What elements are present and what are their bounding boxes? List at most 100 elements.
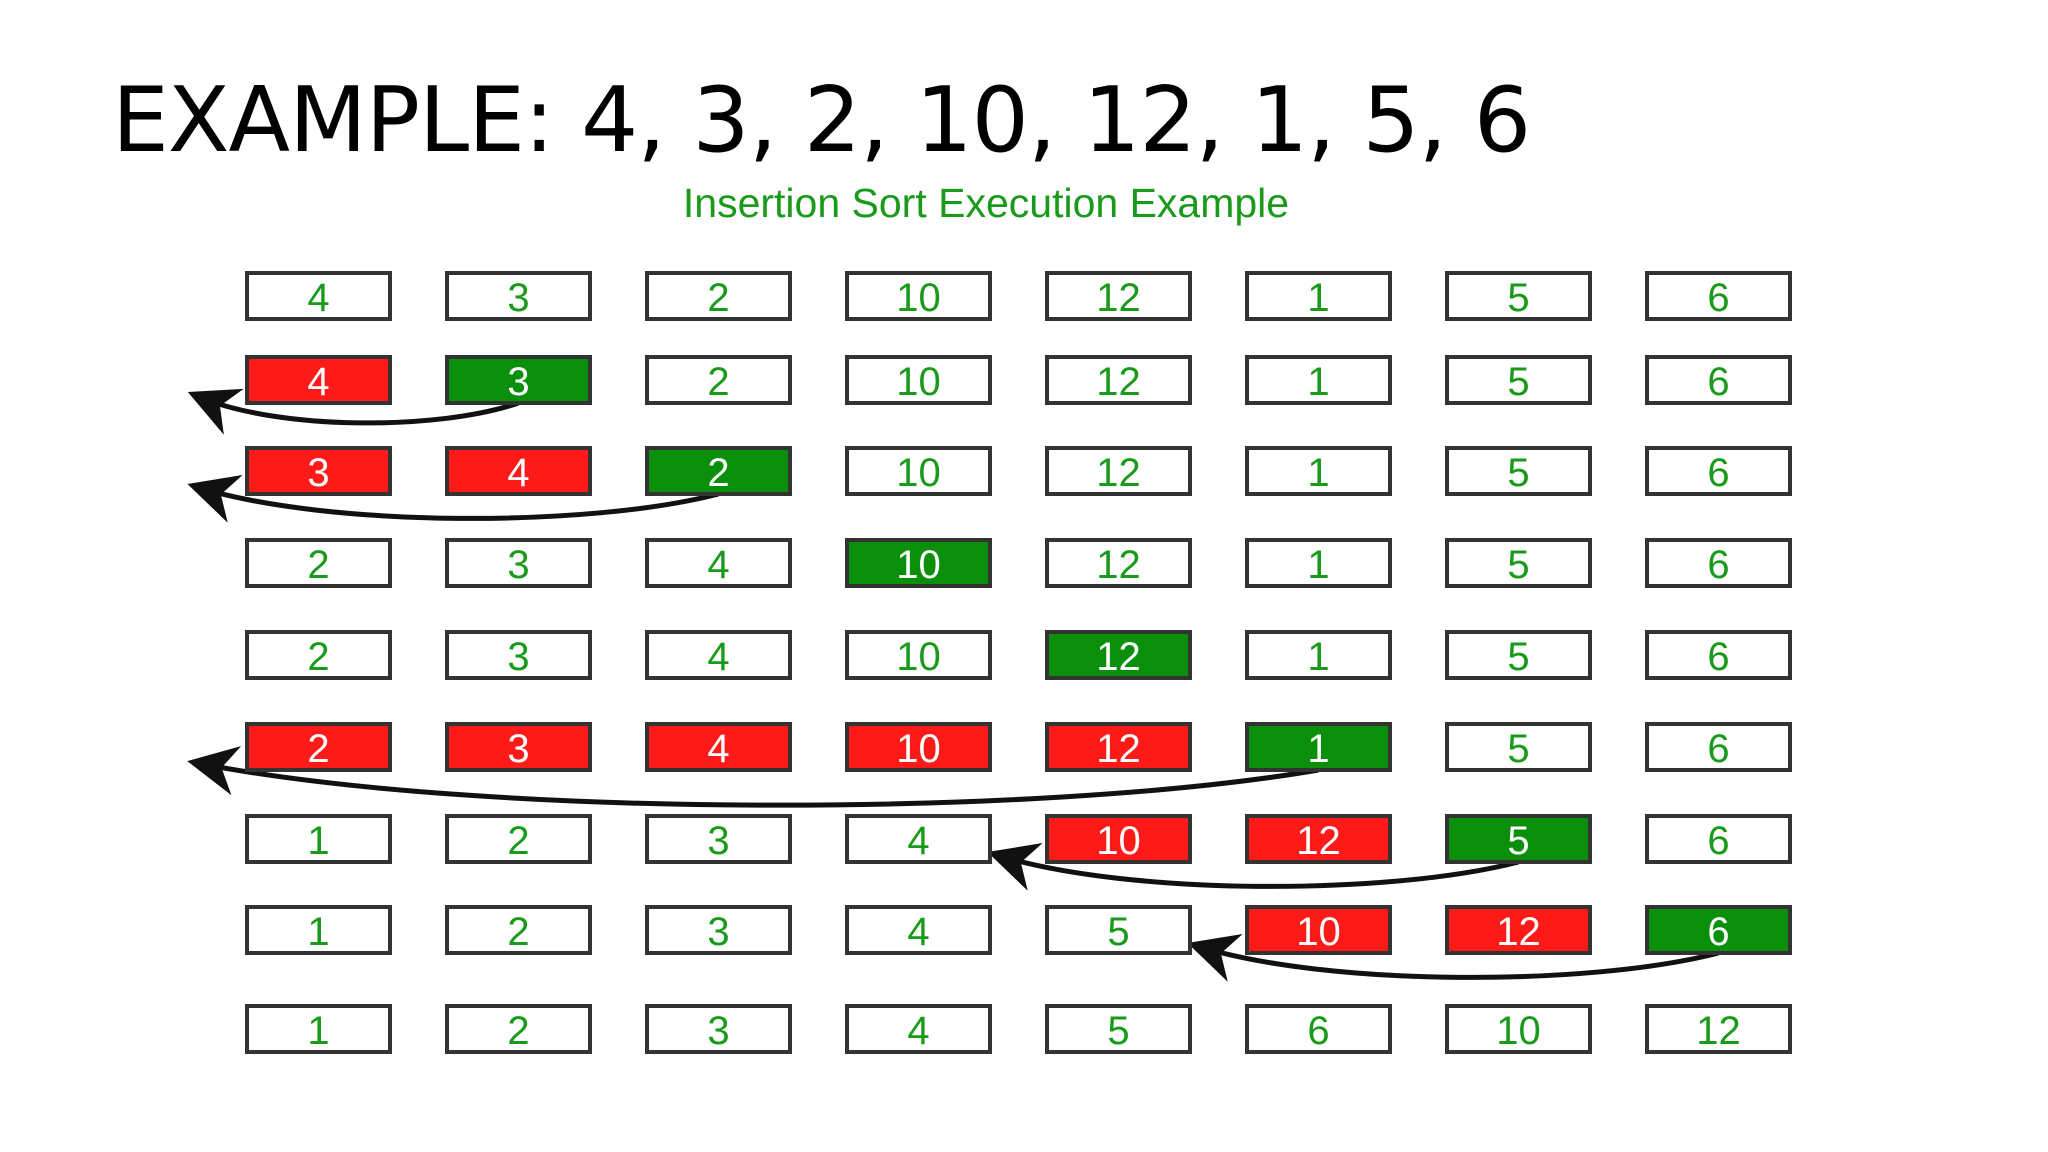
array-cell-box xyxy=(645,355,792,405)
array-cell-value: 6 xyxy=(1707,819,1729,863)
array-cell-value: 3 xyxy=(507,635,529,679)
array-cell-box xyxy=(1645,905,1792,955)
array-cell-value: 4 xyxy=(907,1009,929,1053)
insertion-arrow xyxy=(187,746,1319,808)
array-cell-value: 10 xyxy=(896,276,941,320)
array-cell-value: 6 xyxy=(1707,543,1729,587)
insertion-arrow xyxy=(187,475,720,523)
array-cell-box xyxy=(445,630,592,680)
array-cell-box xyxy=(845,722,992,772)
array-cell-box xyxy=(1645,630,1792,680)
array-cell-box xyxy=(1045,630,1192,680)
array-cell-box xyxy=(245,722,392,772)
array-cell-value: 6 xyxy=(1307,1009,1329,1053)
array-cell-box xyxy=(445,355,592,405)
array-cell-box xyxy=(845,538,992,588)
array-cell-value: 10 xyxy=(896,635,941,679)
insertion-arrow xyxy=(187,388,520,435)
array-cell-value: 3 xyxy=(507,727,529,771)
array-cell-value: 4 xyxy=(907,910,929,954)
array-cell-box xyxy=(1245,814,1392,864)
array-cell-box xyxy=(1045,814,1192,864)
array-cell-box xyxy=(645,630,792,680)
array-cell-box xyxy=(1445,446,1592,496)
array-cell-value: 4 xyxy=(707,727,729,771)
array-cell-box xyxy=(1645,722,1792,772)
array-cell-box xyxy=(1245,446,1392,496)
array-cell-box xyxy=(245,630,392,680)
array-cell-box xyxy=(1445,1004,1592,1054)
array-cell-box xyxy=(645,814,792,864)
array-cell-box xyxy=(1445,271,1592,321)
array-cell-value: 1 xyxy=(307,1009,329,1053)
array-cell-box xyxy=(1245,538,1392,588)
array-cell-value: 1 xyxy=(1307,635,1329,679)
array-cell-value: 5 xyxy=(1107,910,1129,954)
array-cell-value: 5 xyxy=(1507,543,1529,587)
array-cell-box xyxy=(1045,355,1192,405)
array-cell-box xyxy=(1245,722,1392,772)
array-cell-value: 3 xyxy=(307,451,329,495)
array-cell-value: 5 xyxy=(1507,727,1529,771)
array-cell-value: 5 xyxy=(1107,1009,1129,1053)
array-cell-value: 6 xyxy=(1707,360,1729,404)
array-cell-box xyxy=(645,905,792,955)
array-cell-box xyxy=(645,538,792,588)
arrows-layer xyxy=(187,388,1720,982)
array-cell-box xyxy=(245,271,392,321)
array-cell-value: 4 xyxy=(907,819,929,863)
array-cell-box xyxy=(445,722,592,772)
array-cell-value: 3 xyxy=(707,910,729,954)
array-cell-value: 6 xyxy=(1707,727,1729,771)
array-cell-value: 2 xyxy=(307,727,329,771)
array-cell-box xyxy=(645,1004,792,1054)
array-cell-value: 2 xyxy=(307,543,329,587)
array-cell-box xyxy=(845,271,992,321)
array-cell-value: 1 xyxy=(1307,360,1329,404)
array-cell-value: 10 xyxy=(1096,819,1141,863)
array-cell-box xyxy=(245,355,392,405)
array-cell-box xyxy=(845,1004,992,1054)
array-cell-box xyxy=(1045,446,1192,496)
array-cell-box xyxy=(1445,905,1592,955)
array-cell-value: 3 xyxy=(507,276,529,320)
array-cell-value: 1 xyxy=(1307,543,1329,587)
diagram-title: Insertion Sort Execution Example xyxy=(682,180,1290,226)
array-cell-box xyxy=(1645,538,1792,588)
array-cell-value: 5 xyxy=(1507,635,1529,679)
array-cell-box xyxy=(245,446,392,496)
array-cell-box xyxy=(445,905,592,955)
array-cell-value: 1 xyxy=(1307,451,1329,495)
array-cell-box xyxy=(445,1004,592,1054)
array-cell-value: 6 xyxy=(1707,910,1729,954)
array-cell-value: 4 xyxy=(707,543,729,587)
array-cell-box xyxy=(445,271,592,321)
array-cell-box xyxy=(1445,814,1592,864)
array-cell-value: 3 xyxy=(507,543,529,587)
array-cell-value: 10 xyxy=(896,360,941,404)
array-cell-box xyxy=(1245,271,1392,321)
array-cell-box xyxy=(1445,355,1592,405)
array-cell-value: 12 xyxy=(1096,276,1141,320)
array-cell-value: 10 xyxy=(896,727,941,771)
array-cell-box xyxy=(445,538,592,588)
array-cell-box xyxy=(845,355,992,405)
array-cell-value: 2 xyxy=(507,910,529,954)
array-cell-value: 4 xyxy=(707,635,729,679)
array-cell-value: 12 xyxy=(1096,727,1141,771)
array-cell-box xyxy=(1045,538,1192,588)
array-cell-box xyxy=(845,814,992,864)
array-cell-box xyxy=(1245,630,1392,680)
insertion-arrow xyxy=(1187,934,1720,982)
array-cell-box xyxy=(1045,722,1192,772)
array-cell-value: 12 xyxy=(1096,360,1141,404)
array-cell-value: 4 xyxy=(307,276,329,320)
array-cell-box xyxy=(1245,355,1392,405)
